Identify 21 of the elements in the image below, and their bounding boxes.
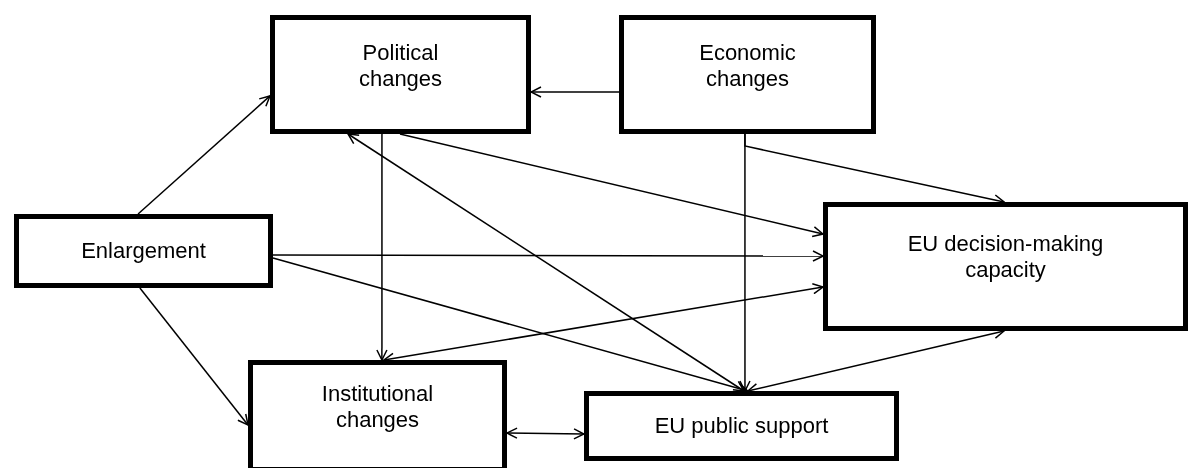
arrow [530,86,620,98]
process-box [14,214,273,288]
process-box [584,391,899,461]
box-label: Political changes [357,40,444,92]
arrow [739,133,751,392]
arrow [139,287,249,426]
box-label: Economic changes [698,40,797,92]
arrow [347,133,745,392]
arrow [506,427,585,440]
arrow [137,95,271,215]
box-label: EU decision-making capacity [906,231,1105,283]
process-box [619,15,876,134]
process-box [248,360,507,468]
arrow [272,250,824,262]
box-label: EU public support [654,413,829,439]
arrow [376,133,388,361]
process-box [270,15,531,134]
box-label: Institutional changes [320,381,435,433]
process-box [823,202,1188,331]
box-label: Enlargement [81,238,206,264]
arrow [399,133,824,238]
